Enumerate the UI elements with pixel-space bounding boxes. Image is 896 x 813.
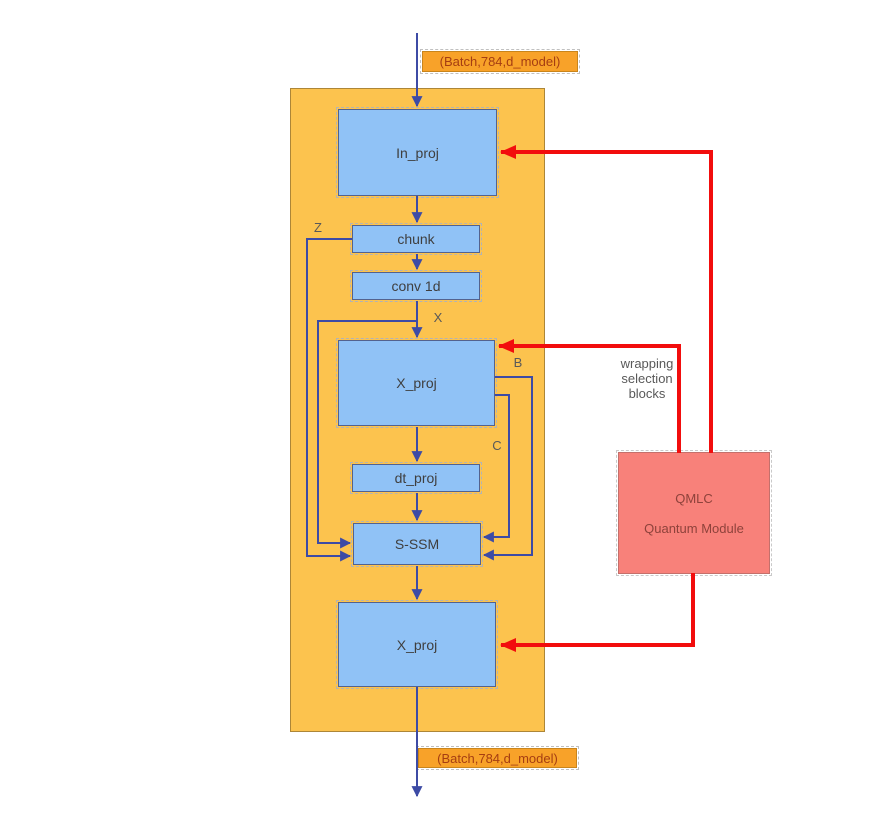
annotation-wrapping-selection-blocks: wrapping selection blocks bbox=[620, 356, 674, 401]
node-s-ssm-label: S-SSM bbox=[394, 536, 440, 552]
node-in-proj: In_proj bbox=[336, 107, 499, 198]
node-conv1d: conv 1d bbox=[350, 270, 482, 302]
node-chunk: chunk bbox=[350, 223, 482, 255]
node-conv1d-label: conv 1d bbox=[391, 278, 441, 294]
node-x-proj-bottom-label: X_proj bbox=[396, 636, 438, 653]
node-dt-proj-label: dt_proj bbox=[394, 470, 438, 486]
node-chunk-label: chunk bbox=[397, 231, 435, 247]
node-s-ssm: S-SSM bbox=[351, 521, 483, 567]
edge-label-z: Z bbox=[314, 220, 322, 235]
output-shape-label: (Batch,784,d_model) bbox=[416, 746, 579, 770]
qmlc-title: QMLC bbox=[675, 490, 713, 506]
node-in-proj-label: In_proj bbox=[396, 144, 439, 161]
node-x-proj-bottom: X_proj bbox=[336, 600, 498, 689]
node-x-proj-top-label: X_proj bbox=[396, 375, 437, 391]
edge-label-b: B bbox=[513, 355, 523, 370]
node-x-proj-top: X_proj bbox=[336, 338, 497, 428]
input-shape-label: (Batch,784,d_model) bbox=[420, 49, 580, 74]
input-shape-label-text: (Batch,784,d_model) bbox=[439, 54, 561, 69]
node-qmlc: QMLC Quantum Module bbox=[616, 450, 772, 576]
node-dt-proj: dt_proj bbox=[350, 462, 482, 494]
qmlc-subtitle: Quantum Module bbox=[644, 520, 744, 536]
edge-label-c: C bbox=[492, 438, 502, 453]
edge-label-x: X bbox=[433, 310, 443, 325]
output-shape-label-text: (Batch,784,d_model) bbox=[437, 750, 558, 766]
